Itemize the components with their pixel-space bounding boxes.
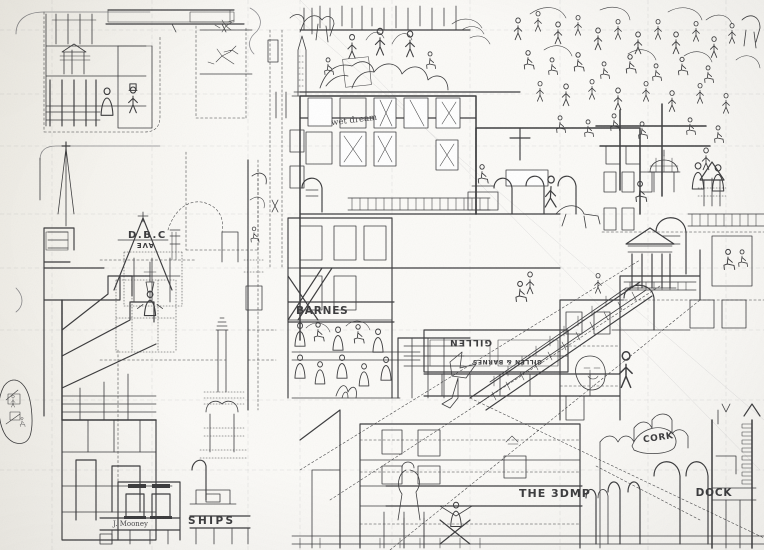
figure-tophat bbox=[128, 83, 138, 114]
sign-dbc-sub: AVE bbox=[136, 241, 154, 249]
sign-gillen-up: GILLEN bbox=[449, 337, 492, 347]
chimney-tower bbox=[199, 317, 249, 459]
domed-kiosk bbox=[647, 149, 681, 193]
sign-the-3dmp: THE 3DMP bbox=[519, 487, 591, 500]
animal-figure bbox=[397, 461, 421, 521]
sign-jmooney: J. Mooney bbox=[112, 520, 148, 528]
left-facade-windows bbox=[267, 29, 305, 269]
upper-left-awning-strip bbox=[105, 9, 245, 33]
upper-centre-crowd bbox=[289, 5, 521, 93]
sheet-base-lines bbox=[291, 517, 764, 549]
gothic-finial-tower bbox=[291, 35, 313, 97]
sign-cork: CORK bbox=[643, 431, 675, 445]
cross-panel bbox=[505, 127, 549, 187]
lower-right-arcade bbox=[585, 403, 761, 549]
sign-barnes: BARNES bbox=[296, 305, 349, 317]
sign-dock: DOCK bbox=[696, 487, 733, 499]
mid-left-gable-panel bbox=[39, 141, 259, 307]
tracery-windows bbox=[305, 97, 461, 171]
roundel-figures bbox=[0, 379, 33, 444]
niche-figures bbox=[711, 235, 753, 287]
left-stair-elevation bbox=[0, 227, 157, 541]
lower-left-dashed-plan bbox=[99, 259, 227, 361]
sign-ships: SHIPS bbox=[188, 515, 236, 527]
sign-dbc: D.B.C bbox=[128, 230, 167, 241]
balustrade bbox=[347, 197, 491, 211]
left-centre-panels bbox=[243, 159, 277, 411]
right-lower-misc bbox=[525, 271, 621, 421]
sign-wet-dream: wet dream bbox=[331, 113, 378, 129]
figure-cloaked bbox=[100, 87, 114, 116]
right-temple-porch bbox=[601, 161, 764, 331]
lower-centre-3dmp bbox=[299, 409, 583, 549]
sign-gillen-barnes: GILLEN & BARNES bbox=[472, 358, 542, 365]
portrait-head bbox=[575, 355, 606, 391]
tree-sketch-2 bbox=[207, 45, 239, 65]
